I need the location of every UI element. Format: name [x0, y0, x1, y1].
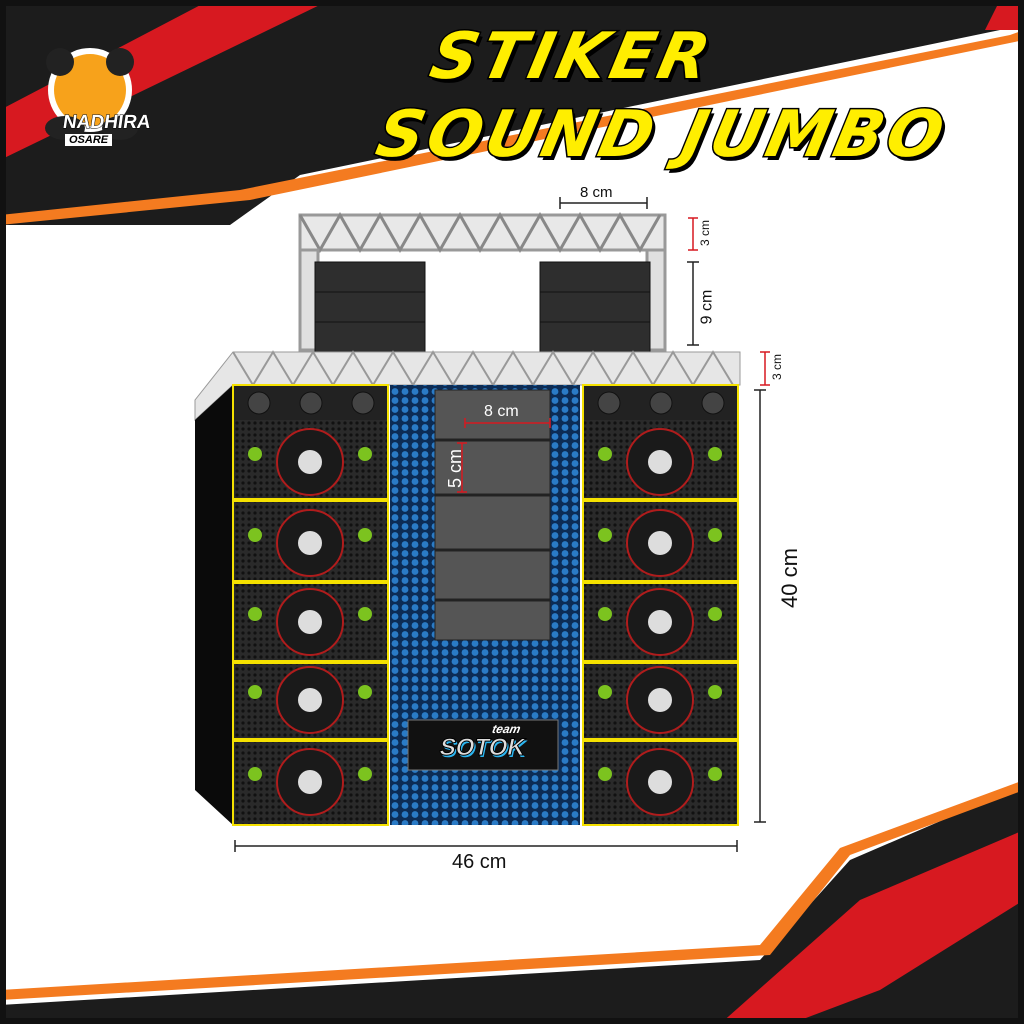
top-dark-band [0, 0, 1024, 225]
dim-total-height: 40 cm [776, 548, 802, 608]
dim-center-box-height: 5 cm [445, 448, 466, 489]
dim-total-width: 46 cm [452, 851, 507, 873]
dim-top-truss-width: 8 cm [580, 184, 613, 201]
title-line-1: STIKER [423, 19, 722, 96]
top-speakers [314, 261, 651, 353]
bottom-red-stripe [720, 830, 1024, 1024]
brand-sub: OSARE [65, 134, 113, 146]
top-truss [298, 211, 667, 352]
bottom-dark-band [0, 785, 1024, 1024]
dim-top-truss-height: 3 cm [698, 219, 713, 247]
team-logo: team SOTOK [407, 722, 559, 768]
dimension-lines [234, 197, 766, 852]
dim-main-truss-height: 3 cm [770, 353, 785, 381]
bottom-orange-stripe [0, 780, 1024, 1000]
side-panel [195, 385, 233, 825]
dim-center-array-width: 8 cm [484, 403, 519, 420]
team-logo-big: SOTOK [437, 734, 529, 762]
top-orange-stripe [0, 30, 1024, 225]
brand-logo: NADHIRA OSARE [35, 40, 153, 146]
center-line-array [434, 389, 551, 641]
title-line-2: SOUND JUMBO [369, 97, 956, 174]
dim-top-speaker-height: 9 cm [698, 289, 716, 325]
team-logo-box [407, 719, 559, 771]
brand-mascot-icon [45, 48, 138, 140]
